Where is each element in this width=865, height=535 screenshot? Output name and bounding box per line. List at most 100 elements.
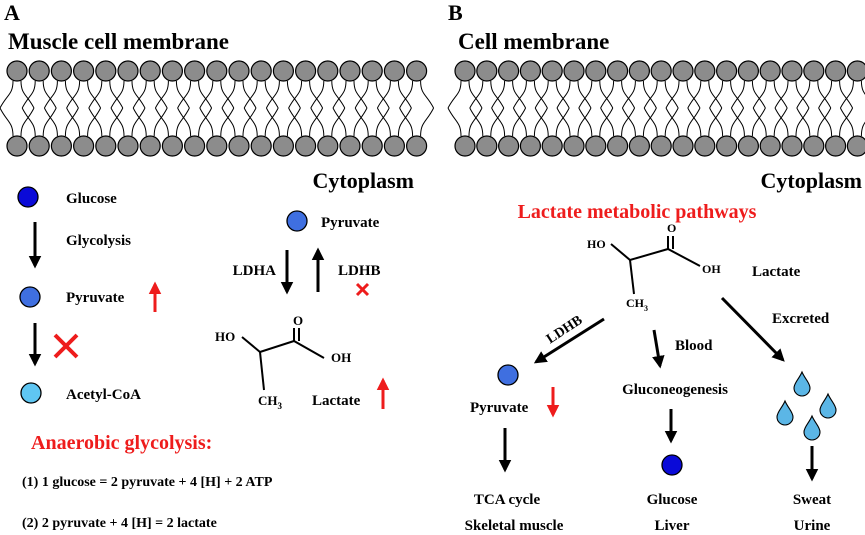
blood-label: Blood: [675, 338, 713, 354]
svg-text:CH3: CH3: [258, 393, 283, 411]
lipid-head: [824, 60, 847, 82]
lipid-head: [272, 60, 294, 82]
lipid-head: [846, 60, 865, 82]
muscle-cell-membrane: [0, 60, 435, 157]
panel-a: A Muscle cell membrane Cytoplasm Glucose…: [0, 0, 435, 531]
pyruvate-icon: [19, 286, 41, 308]
lipid-head: [454, 135, 476, 157]
lipid-head: [383, 60, 405, 82]
drop-icon: [803, 414, 821, 441]
lipid-head: [781, 135, 803, 157]
panel-a-membrane-title: Muscle cell membrane: [8, 29, 229, 54]
lipid-head: [650, 60, 672, 82]
urine-label: Urine: [794, 518, 831, 534]
lipid-head: [672, 135, 694, 157]
pathways-title: Lactate metabolic pathways: [518, 201, 757, 223]
lipid-head: [759, 135, 781, 157]
lipid-head: [824, 135, 847, 157]
blood-arrow: [652, 329, 665, 369]
lipid-head: [295, 135, 317, 157]
sweat-drops-icon: [776, 370, 837, 441]
svg-text:OH: OH: [331, 350, 351, 365]
lipid-head: [139, 135, 161, 157]
drop-icon: [793, 370, 811, 397]
panel-b-letter: B: [448, 0, 463, 25]
lipid-head: [606, 60, 629, 82]
lipid-head: [476, 60, 498, 82]
lipid-head: [585, 60, 607, 82]
lipid-head: [339, 135, 361, 157]
pyruvate-icon-b: [497, 364, 519, 386]
lipid-head: [228, 135, 250, 157]
lipid-head: [206, 135, 228, 157]
equation-2: (2) 2 pyruvate + 4 [H] = 2 lactate: [22, 516, 217, 531]
lipid-head: [317, 135, 339, 157]
lipid-head: [406, 135, 428, 157]
drop-icon: [819, 392, 837, 419]
lactate-structure-a: HO O OH CH3: [215, 313, 351, 411]
ldhb-arrow-b: [533, 317, 605, 364]
glucose-icon: [17, 186, 39, 208]
lipid-head: [737, 60, 760, 82]
glucose-icon-b: [661, 454, 683, 476]
equation-1: (1) 1 glucose = 2 pyruvate + 4 [H] + 2 A…: [22, 475, 273, 490]
excreted-arrow: [720, 296, 785, 362]
lipid-head: [781, 60, 803, 82]
lactate-label: Lactate: [312, 393, 361, 409]
lipid-head: [694, 135, 716, 157]
lipid-head: [295, 60, 317, 82]
cell-membrane: [447, 60, 865, 157]
panel-b: B Cell membrane Cytoplasm Lactate metabo…: [447, 0, 865, 534]
lipid-head: [759, 60, 781, 82]
lipid-head: [184, 135, 206, 157]
svg-text:CH3: CH3: [626, 296, 648, 313]
glucose-label: Glucose: [66, 191, 117, 207]
lipid-head: [250, 60, 272, 82]
lipid-head: [672, 60, 694, 82]
svg-text:O: O: [293, 313, 303, 328]
ldhb-label: LDHB: [338, 263, 381, 279]
blocked-cross-icon: [53, 333, 79, 359]
lipid-head: [184, 60, 206, 82]
lipid-head: [563, 135, 585, 157]
lipid-head: [72, 60, 95, 82]
gluconeogenesis-label: Gluconeogenesis: [622, 382, 728, 398]
lipid-head: [519, 60, 542, 82]
lipid-head: [541, 135, 563, 157]
lipid-head: [628, 135, 651, 157]
lipid-head: [206, 60, 228, 82]
lipid-head: [476, 135, 498, 157]
lipid-head: [28, 60, 50, 82]
lipid-head: [161, 60, 183, 82]
lipid-head: [519, 135, 542, 157]
lipid-head: [694, 60, 716, 82]
ldhb-inhibited-cross-icon: [355, 282, 370, 297]
lipid-head: [541, 60, 563, 82]
lipid-head: [50, 135, 73, 157]
skeletal-muscle-label: Skeletal muscle: [465, 518, 564, 534]
lipid-head: [498, 60, 520, 82]
pyruvate-right-icon: [286, 210, 308, 232]
anaerobic-title: Anaerobic glycolysis:: [31, 432, 212, 454]
pyruvate-right-label: Pyruvate: [321, 215, 380, 231]
lipid-head: [272, 135, 294, 157]
pyruvate-label: Pyruvate: [66, 290, 125, 306]
lipid-head: [117, 60, 139, 82]
lipid-head: [454, 60, 476, 82]
svg-text:OH: OH: [702, 262, 721, 276]
lipid-head: [95, 60, 117, 82]
lipid-head: [139, 60, 161, 82]
svg-text:O: O: [667, 221, 676, 235]
panel-a-letter: A: [4, 0, 20, 25]
lipid-head: [317, 60, 339, 82]
pyruvate-label-b: Pyruvate: [470, 400, 529, 416]
lipid-head: [715, 60, 738, 82]
svg-text:HO: HO: [587, 237, 606, 251]
lipid-head: [406, 60, 428, 82]
sweat-label: Sweat: [793, 492, 831, 508]
lipid-head: [361, 135, 383, 157]
lipid-head: [50, 60, 73, 82]
lipid-head: [737, 135, 760, 157]
